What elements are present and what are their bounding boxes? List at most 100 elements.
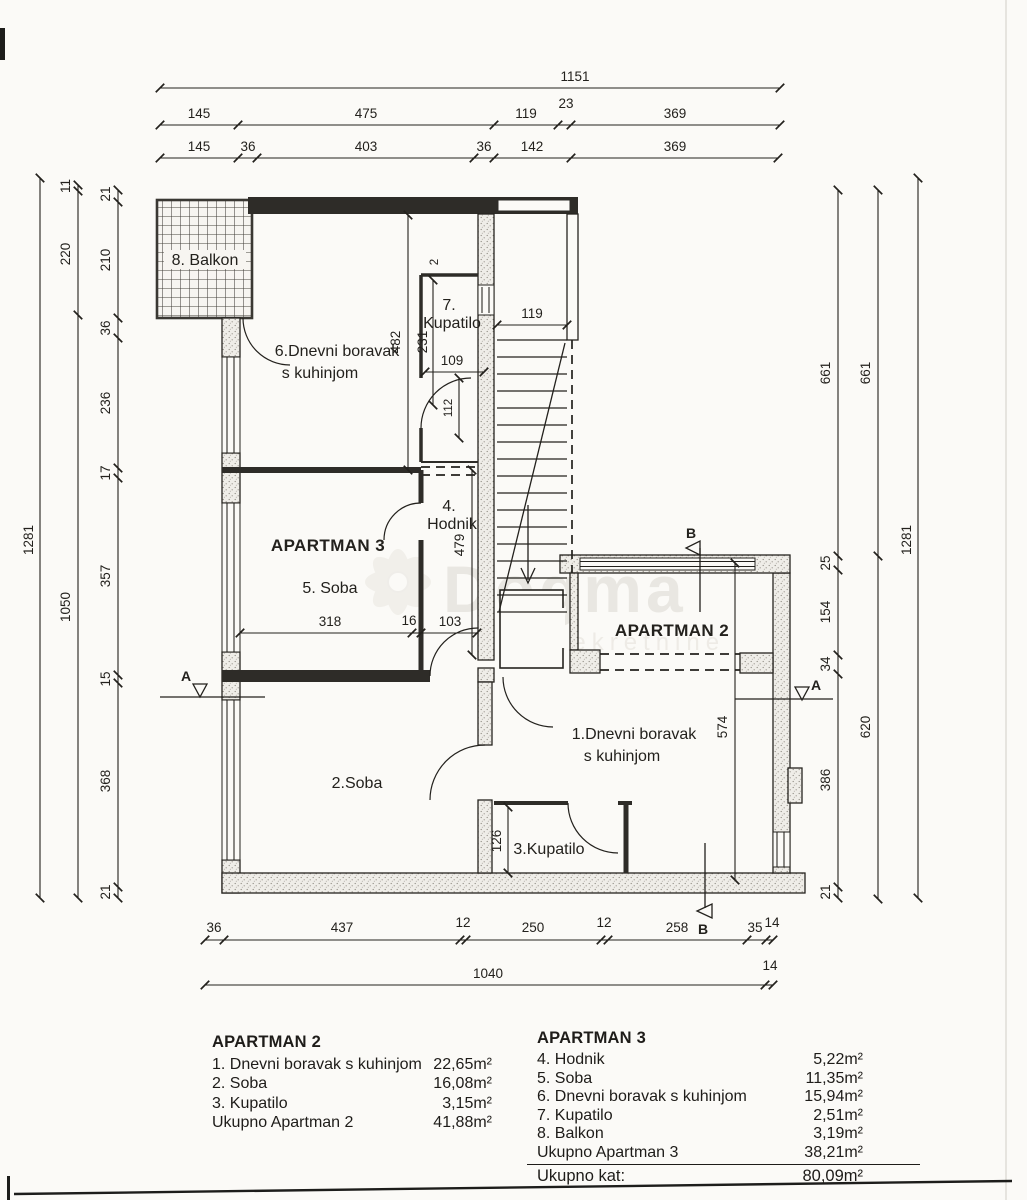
window [477,284,495,316]
row-label: Ukupno Apartman 2 [212,1114,354,1132]
dim-label: 109 [441,353,464,368]
door-arc-balcony [242,317,291,366]
window-glazing [226,503,235,652]
dimensions-top: 1151 145 475 119 23 369 145 36 403 36 14… [155,69,785,163]
dim-label: 25 [818,555,833,570]
wall-dashed [421,466,478,476]
dim-label: 403 [355,139,378,154]
dim-label: 145 [188,139,211,154]
dim-label: 236 [98,392,113,415]
row-label: 1. Dnevni boravak s kuhinjom [212,1056,422,1073]
section-label-a: A [181,668,191,684]
dimensions-right: 661 25 154 34 386 21 661 620 1281 [818,173,923,904]
wall [477,213,495,661]
table-row: 2. Soba 16,08m² [212,1074,492,1093]
dim-label: 23 [558,96,573,111]
dim-label: 2 [429,259,441,265]
section-markers: A A B B [160,525,833,937]
dim-label: 119 [515,106,537,121]
dim-label: 318 [319,614,342,629]
row-label: 8. Balkon [537,1125,604,1142]
window-glazing [226,700,235,860]
label-backdrop [164,250,246,269]
room-label-kupatilo3: 3.Kupatilo [513,841,584,858]
row-value: 3,19m² [813,1125,863,1142]
wall [497,199,571,212]
room-label-dnevni1: 1.Dnevni boravak [572,726,698,743]
beam-dashed [600,653,740,671]
table-row: 6. Dnevni boravak s kuhinjom 15,94m² [537,1088,863,1107]
apartment-label-2: APARTMAN 2 [615,621,729,640]
row-label: 7. Kupatilo [537,1106,613,1124]
table-row: 3. Kupatilo 3,15m² [212,1094,492,1113]
section-triangle [684,539,701,557]
window [221,502,241,653]
wall [221,317,241,358]
dim-label: 1151 [560,69,589,84]
dim-label: 15 [98,671,113,686]
table-row-total: Ukupno Apartman 2 41,88m² [212,1113,492,1132]
table-row: 1. Dnevni boravak s kuhinjom 22,65m² [212,1055,492,1074]
titleblock-border [7,1176,10,1200]
section-triangle [793,686,811,702]
table-row-grand-total: Ukupno kat: 80,09m² [537,1167,863,1186]
window [772,831,791,868]
wall [248,197,578,214]
dimensions-bottom: 36 437 12 250 12 258 35 14 1040 14 [200,915,780,990]
room-label-soba5: 5. Soba [302,580,357,597]
stair-direction-arrow [520,567,536,585]
window [221,699,241,861]
door-arc-kupatilo3 [567,802,619,854]
dim-label: 1281 [899,525,914,555]
wall [569,572,579,651]
scan-mark [0,28,5,60]
dim-label: 36 [240,139,255,154]
dim-label: 437 [331,920,354,935]
dim-label: 21 [98,186,113,201]
wall [772,572,791,874]
wall [222,670,430,682]
door-opening [561,608,565,648]
dim-label: 258 [666,920,689,935]
dim-label: 119 [521,306,543,321]
row-label: Ukupno kat: [537,1167,626,1185]
dim-label: 220 [58,243,73,266]
row-label: 5. Soba [537,1069,593,1087]
row-value: 41,88m² [433,1114,492,1132]
table-row: 8. Balkon 3,19m² [537,1125,863,1144]
table-title: APARTMAN 3 [537,1029,646,1047]
door-arc-soba2 [429,744,486,801]
wall-pilaster [787,767,803,804]
dim-label: 16 [401,613,416,628]
wall [739,652,774,674]
row-value: 15,94m² [804,1088,863,1105]
dim-label: 14 [762,958,778,973]
dim-label: 142 [521,139,544,154]
table-title: APARTMAN 2 [212,1033,321,1051]
dim-label: 231 [415,331,430,354]
door-arc-apartman2 [502,676,554,728]
row-label: 4. Hodnik [537,1051,605,1068]
row-label: 3. Kupatilo [212,1094,288,1112]
wall [477,799,493,874]
wall [477,667,495,683]
section-label-b: B [698,921,708,937]
dim-label: 36 [98,320,113,335]
room-label-balkon: 8. Balkon [172,252,239,269]
dim-label: 661 [858,362,873,385]
dim-label: 620 [858,716,873,739]
scan-edge [1005,0,1007,1200]
row-label: Ukupno Apartman 3 [537,1143,679,1161]
window [579,557,756,571]
window [221,356,241,454]
row-label: 6. Dnevni boravak s kuhinjom [537,1088,747,1105]
table-row: 7. Kupatilo 2,51m² [537,1107,863,1126]
room-label-dnevni1: s kuhinjom [584,748,660,765]
dim-label: 112 [443,399,455,417]
dimensions-inner: 482 231 2 109 112 119 479 574 318 16 103… [235,210,740,885]
row-value: 38,21m² [804,1143,863,1161]
dim-label: 11 [58,179,73,193]
dim-label: 386 [818,769,833,792]
row-value: 22,65m² [433,1056,492,1073]
